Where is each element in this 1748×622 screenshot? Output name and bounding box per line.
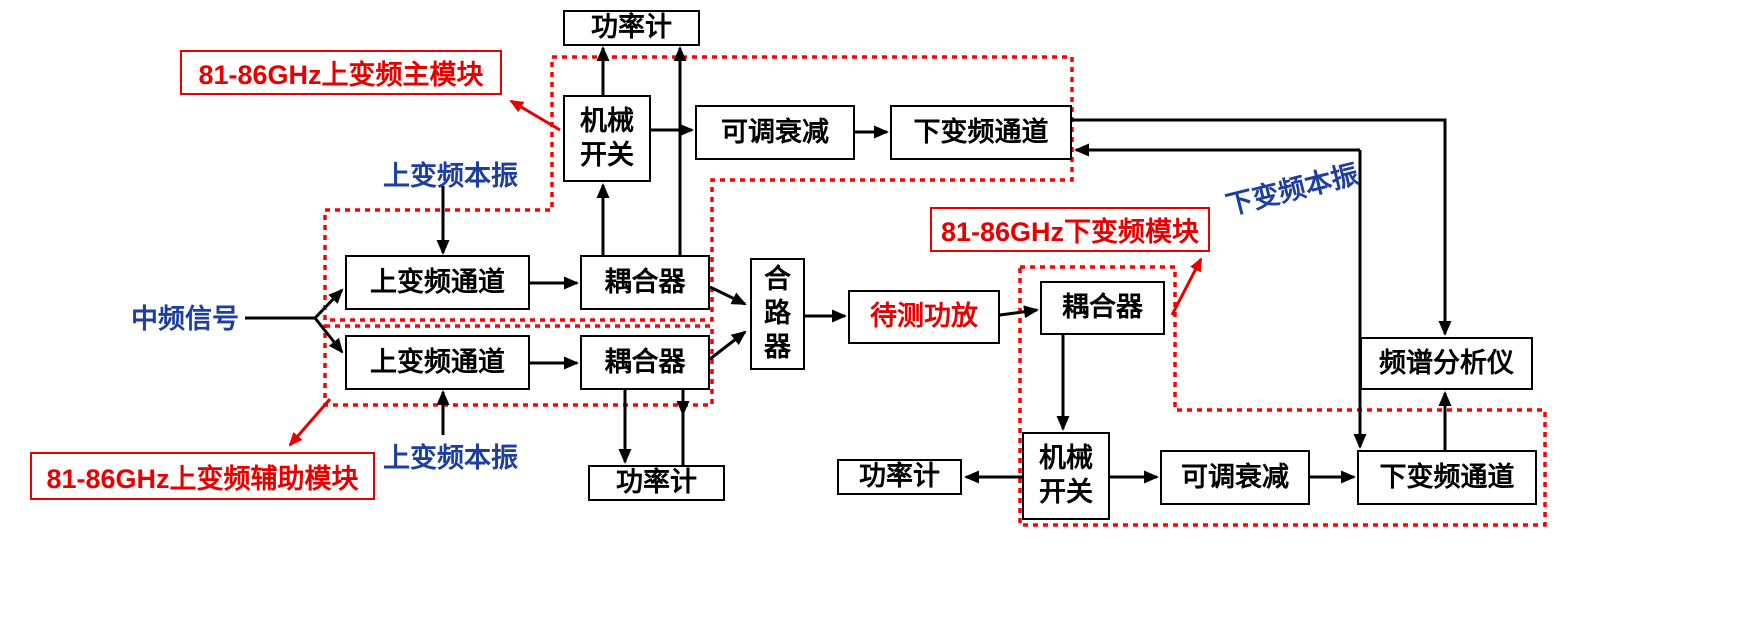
upconverter-channel-main-box: 上变频通道 — [345, 255, 530, 310]
pointer-up-main-module — [509, 99, 561, 132]
up-aux-module-callout-text: 81-86GHz上变频辅助模块 — [46, 463, 359, 494]
power-meter-aux-box: 功率计 — [588, 465, 725, 501]
down-module-callout-text: 81-86GHz下变频模块 — [940, 217, 1200, 247]
combiner-box: 合路器 — [750, 258, 805, 370]
downconverter-channel-top-label: 下变频通道 — [913, 116, 1049, 147]
if-signal-label: 中频信号 — [131, 304, 239, 334]
mechanical-switch-bottom-box: 机械开关 — [1022, 432, 1110, 520]
coupler-aux-label: 耦合器 — [604, 346, 686, 377]
coupler-aux-box: 耦合器 — [580, 335, 710, 390]
adjustable-attenuator-bottom-box: 可调衰减 — [1160, 450, 1310, 505]
spectrum-analyzer-label: 频谱分析仪 — [1379, 347, 1514, 378]
power-meter-top-label: 功率计 — [591, 12, 672, 43]
power-meter-top-box: 功率计 — [563, 10, 700, 46]
pointer-down-module — [1170, 257, 1203, 316]
lo-up-top-label: 上变频本振 — [383, 161, 518, 191]
dut-power-amplifier-box: 待测功放 — [848, 290, 1000, 344]
down-module-callout: 81-86GHz下变频模块 — [930, 207, 1210, 252]
downconverter-channel-bottom-box: 下变频通道 — [1357, 450, 1537, 505]
wire-if-to-upconv-main — [313, 288, 344, 320]
downconverter-channel-bottom-label: 下变频通道 — [1379, 461, 1515, 492]
adjustable-attenuator-top-label: 可调衰减 — [721, 116, 829, 147]
up-main-module-callout-text: 81-86GHz上变频主模块 — [198, 60, 484, 90]
power-meter-output-label: 功率计 — [859, 461, 940, 492]
dut-power-amplifier-label: 待测功放 — [870, 301, 978, 332]
coupler-main-label: 耦合器 — [604, 266, 686, 297]
pointer-up-aux-module — [288, 398, 332, 447]
signal-wires — [245, 46, 1452, 484]
power-meter-output-box: 功率计 — [837, 459, 962, 495]
module-outline-up-main — [323, 55, 1074, 322]
coupler-output-box: 耦合器 — [1040, 281, 1165, 335]
upconverter-channel-aux-box: 上变频通道 — [345, 335, 530, 390]
coupler-main-box: 耦合器 — [580, 255, 710, 310]
mechanical-switch-bottom-label: 机械开关 — [1039, 443, 1093, 507]
coupler-output-label: 耦合器 — [1062, 292, 1143, 323]
adjustable-attenuator-bottom-label: 可调衰减 — [1181, 461, 1289, 492]
wire-coupler-aux-to-combiner — [709, 330, 747, 361]
power-meter-aux-label: 功率计 — [616, 467, 697, 498]
module-pointer-arrows — [288, 99, 1203, 447]
mechanical-switch-top-box: 机械开关 — [563, 95, 651, 182]
wire-dut-to-coupler-out — [999, 305, 1039, 319]
mechanical-switch-top-label: 机械开关 — [580, 105, 634, 170]
lo-up-bottom-label: 上变频本振 — [383, 443, 518, 473]
wire-downconv-top-to-spectrum — [1072, 118, 1452, 336]
spectrum-analyzer-box: 频谱分析仪 — [1360, 337, 1533, 390]
upconverter-channel-aux-label: 上变频通道 — [370, 346, 505, 377]
up-main-module-callout: 81-86GHz上变频主模块 — [180, 50, 502, 95]
downconverter-channel-top-box: 下变频通道 — [890, 105, 1072, 160]
wire-coupler-main-to-combiner — [709, 285, 747, 306]
up-aux-module-callout: 81-86GHz上变频辅助模块 — [30, 452, 375, 500]
combiner-label: 合路器 — [764, 264, 791, 362]
wire-if-to-upconv-aux — [313, 317, 344, 354]
module-outline-down — [1018, 265, 1547, 527]
upconverter-channel-main-label: 上变频通道 — [370, 266, 505, 297]
adjustable-attenuator-top-box: 可调衰减 — [695, 105, 855, 160]
